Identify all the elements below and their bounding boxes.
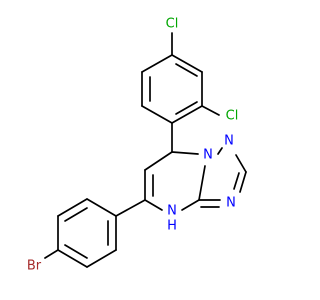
bond <box>115 199 146 217</box>
bond <box>175 63 198 77</box>
nitrogen-label: N <box>203 148 213 163</box>
bond <box>44 249 59 259</box>
bond <box>144 151 173 171</box>
chlorine-label-side: Cl <box>226 109 239 124</box>
chlorine-label-top: Cl <box>166 17 179 32</box>
bond <box>171 105 203 124</box>
bond <box>141 54 173 73</box>
bromine-label: Br <box>27 259 42 274</box>
bond <box>86 249 117 268</box>
bond <box>57 249 88 268</box>
bond <box>233 172 240 190</box>
bond <box>201 105 220 116</box>
molecule-structure: Cl Cl N N N N H Br <box>27 17 247 274</box>
bond <box>198 165 206 201</box>
bonds <box>44 32 247 268</box>
bond <box>235 154 247 173</box>
bond <box>171 151 199 155</box>
bond <box>64 244 88 259</box>
bond <box>239 171 247 193</box>
bond <box>144 199 163 211</box>
nitrogen-label: N <box>226 196 236 211</box>
bond <box>86 198 117 217</box>
atom-labels: Cl Cl N N N N H Br <box>27 17 238 274</box>
bond <box>217 147 223 155</box>
nitrogen-label-nh: N <box>167 204 177 219</box>
bond <box>175 101 198 115</box>
bond <box>141 105 173 124</box>
bond <box>57 198 88 217</box>
bond <box>171 54 203 73</box>
bond <box>181 199 200 211</box>
bond <box>64 207 88 222</box>
hydrogen-label-nh: H <box>167 219 177 234</box>
nitrogen-label: N <box>224 134 234 149</box>
